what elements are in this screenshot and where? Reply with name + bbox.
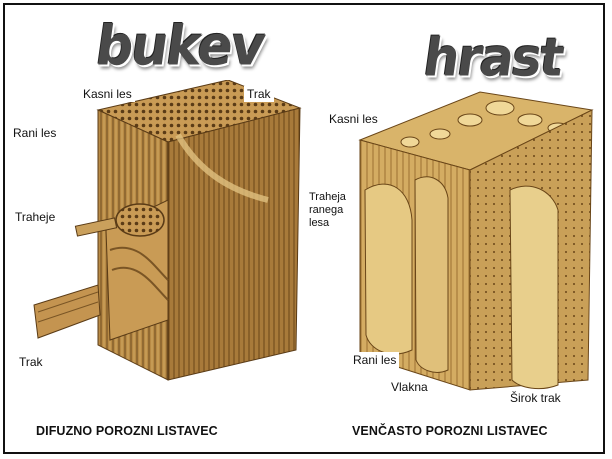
caption-right: VENČASTO POROZNI LISTAVEC: [352, 424, 548, 438]
wordart-bukev: bukev: [92, 15, 267, 78]
wordart-hrast: hrast: [420, 27, 566, 88]
label-traheje: Traheje: [12, 209, 58, 225]
label-sirok-trak: Širok trak: [507, 390, 564, 406]
label-trak-top-left: Trak: [244, 86, 274, 102]
label-traheja-ranega-lesa: Traheja ranega lesa: [306, 190, 349, 231]
label-rani-les-left: Rani les: [10, 125, 59, 141]
beech-wood-block: [28, 80, 308, 400]
label-vlakna: Vlakna: [388, 379, 431, 395]
label-kasni-les-right: Kasni les: [326, 111, 381, 127]
caption-left: DIFUZNO POROZNI LISTAVEC: [36, 424, 218, 438]
label-kasni-les-left: Kasni les: [80, 86, 135, 102]
label-rani-les-right: Rani les: [350, 352, 399, 368]
label-trak-bottom-left: Trak: [16, 354, 46, 370]
